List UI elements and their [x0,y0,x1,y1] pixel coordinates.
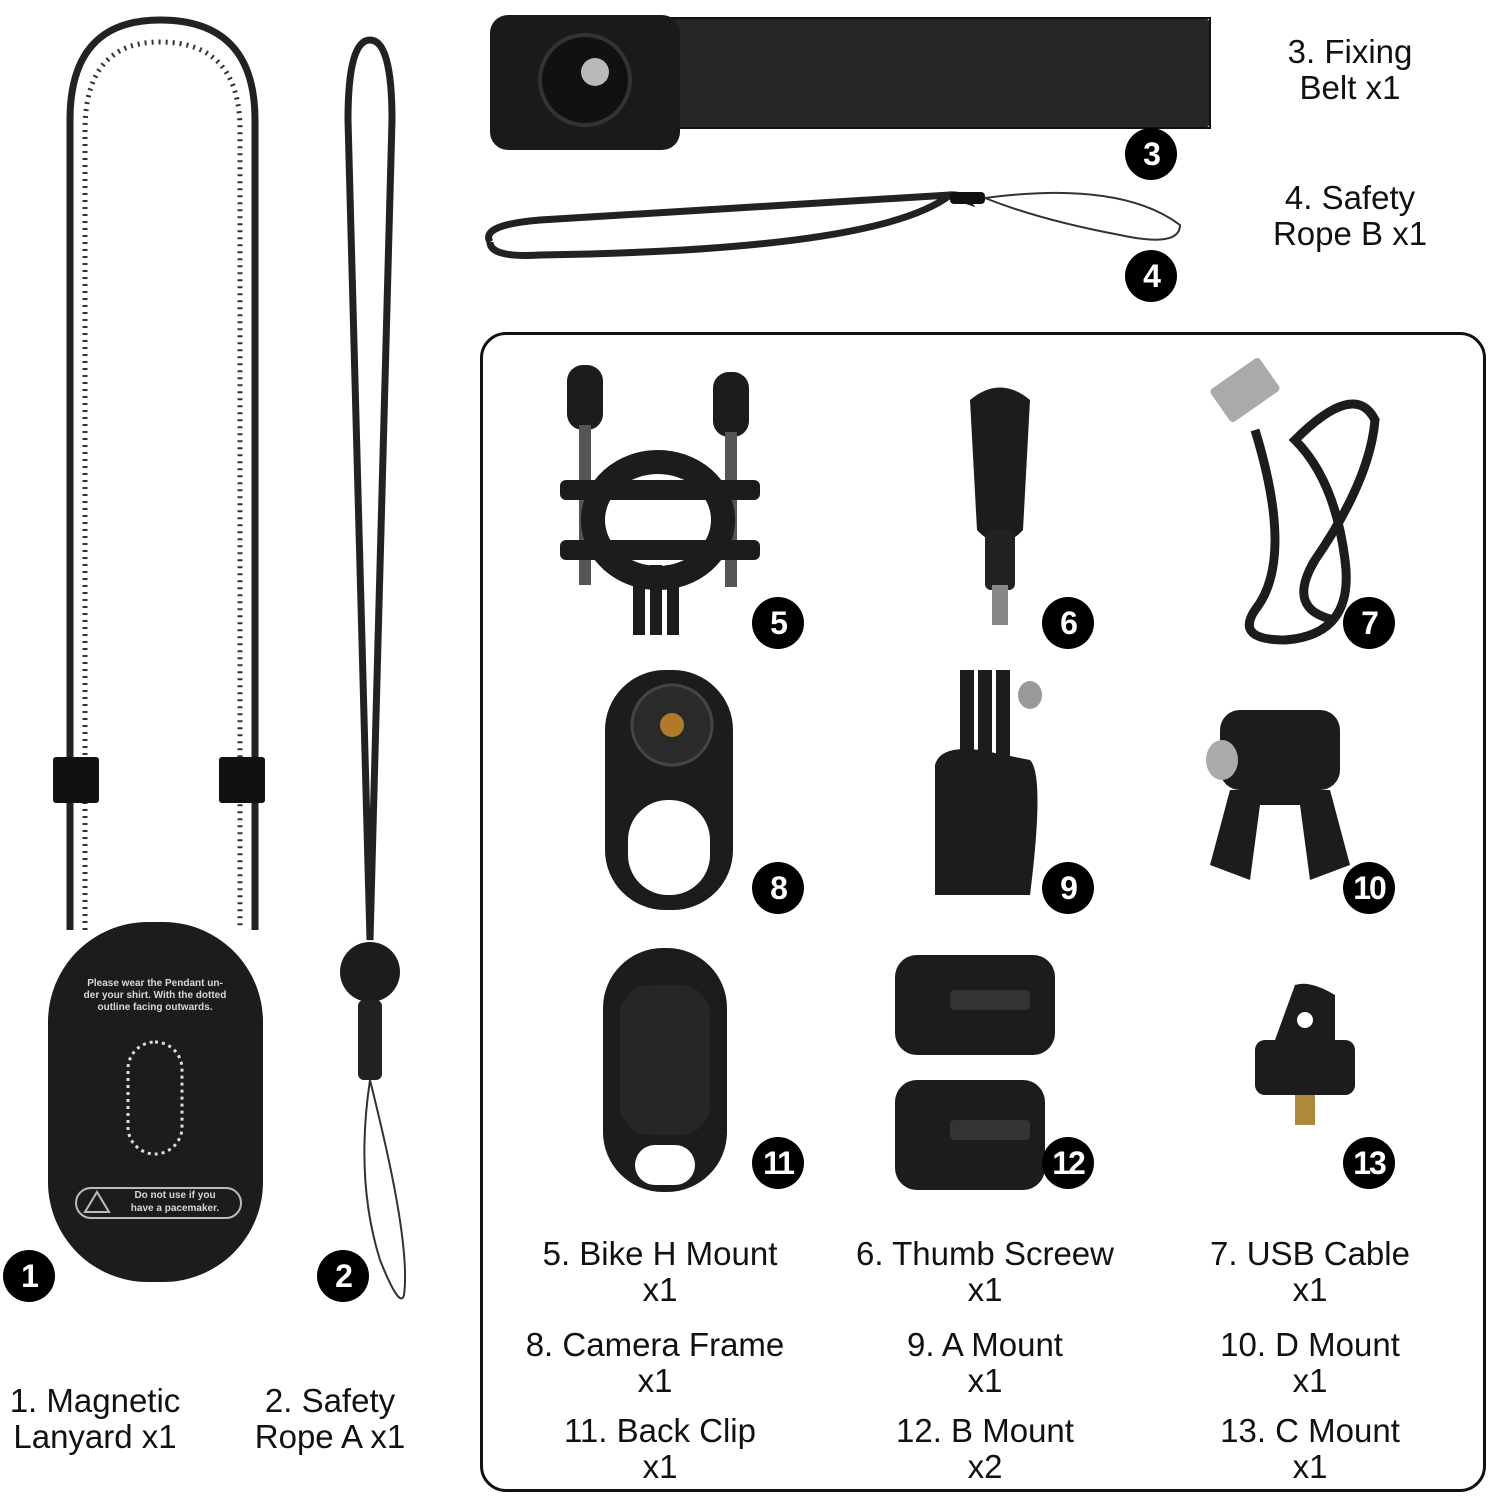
item-label-7: 7. USB Cable x1 [1160,1236,1460,1308]
item-label-line: 4. Safety [1284,179,1416,216]
c-mount-image [1255,983,1355,1125]
item-label-line: 8. Camera Frame [525,1326,785,1363]
item-label-line: Lanyard x1 [13,1418,177,1455]
badge-10: 10 [1343,862,1395,914]
item-label-10: 10. D Mount x1 [1160,1327,1460,1399]
badge-12: 12 [1042,1137,1094,1189]
badge-11: 11 [752,1137,804,1189]
badge-4: 4 [1125,250,1177,302]
d-mount-image [1206,710,1350,880]
item-label-line: x1 [1292,1362,1328,1399]
item-label-12: 12. B Mount x2 [830,1413,1140,1485]
item-label-line: 2. Safety [264,1382,396,1419]
badge-2: 2 [317,1250,369,1302]
pendant-warning: Do not use if you have a pacemaker. [110,1189,240,1215]
usb-cable-image [1210,357,1380,645]
item-label-9: 9. A Mount x1 [830,1327,1140,1399]
pendant-warning-line: have a pacemaker. [130,1203,220,1214]
badge-5: 5 [752,597,804,649]
accessories-panel [480,332,1486,1492]
a-mount-image [935,670,1042,895]
pendant-instruction: Please wear the Pendant un- der your shi… [60,978,250,1014]
item-label-6: 6. Thumb Screew x1 [830,1236,1140,1308]
item-label-line: 3. Fixing [1287,33,1413,70]
pendant-instruction-line: Please wear the Pendant un- [87,978,223,989]
badge-8: 8 [752,862,804,914]
item-label-line: 13. C Mount [1220,1412,1400,1449]
pendant-instruction-line: outline facing outwards. [97,1002,213,1013]
pendant-instruction-line: der your shirt. With the dotted [83,990,227,1001]
item-label-line: x2 [967,1448,1003,1485]
item-label-11: 11. Back Clip x1 [510,1413,810,1485]
item-label-line: x1 [967,1362,1003,1399]
item-label-line: Belt x1 [1299,69,1401,106]
item-label-line: 7. USB Cable [1210,1235,1410,1272]
item-label-line: 5. Bike H Mount [542,1235,778,1272]
badge-3: 3 [1125,128,1177,180]
item-label-line: 10. D Mount [1220,1326,1400,1363]
item-label-1: 1. Magnetic Lanyard x1 [0,1383,190,1455]
item-label-2: 2. Safety Rope A x1 [235,1383,425,1455]
item-label-line: x1 [637,1362,673,1399]
badge-9: 9 [1042,862,1094,914]
badge-6: 6 [1042,597,1094,649]
fixing-belt-image [490,15,1211,150]
item-label-line: x1 [1292,1271,1328,1308]
magnetic-lanyard-image [48,16,265,1282]
camera-frame-image [605,670,733,910]
pendant-warning-line: Do not use if you [134,1190,216,1201]
back-clip-image [603,948,727,1192]
item-label-line: 11. Back Clip [564,1412,756,1449]
item-label-3: 3. Fixing Belt x1 [1250,34,1450,106]
item-label-line: x1 [967,1271,1003,1308]
bike-h-mount-image [560,365,760,635]
badge-13: 13 [1343,1137,1395,1189]
badge-1: 1 [3,1250,55,1302]
item-label-5: 5. Bike H Mount x1 [510,1236,810,1308]
item-label-13: 13. C Mount x1 [1160,1413,1460,1485]
item-label-line: 9. A Mount [907,1326,1063,1363]
thumb-screw-image [970,387,1030,625]
item-label-line: Rope A x1 [254,1418,406,1455]
item-label-8: 8. Camera Frame x1 [500,1327,810,1399]
safety-rope-b-image [485,191,1182,259]
badge-7: 7 [1343,597,1395,649]
item-label-line: 1. Magnetic [9,1382,181,1419]
safety-rope-a-image [340,36,407,1300]
item-label-line: x1 [642,1271,678,1308]
item-label-line: 12. B Mount [896,1412,1074,1449]
item-label-line: 6. Thumb Screew [855,1235,1114,1272]
item-label-4: 4. Safety Rope B x1 [1250,180,1450,252]
item-label-line: Rope B x1 [1272,215,1428,252]
item-label-line: x1 [642,1448,678,1485]
b-mount-image [895,955,1055,1190]
item-label-line: x1 [1292,1448,1328,1485]
